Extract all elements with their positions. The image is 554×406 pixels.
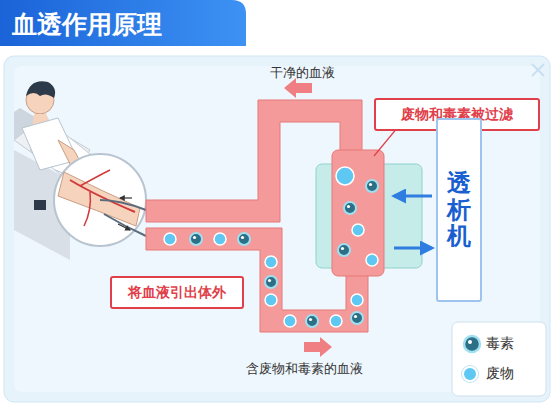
exchange-arrow bbox=[394, 195, 432, 198]
waste-particle bbox=[265, 256, 277, 268]
toxin-particle bbox=[306, 315, 318, 327]
callout-box: 将血液引出体外 bbox=[110, 276, 244, 309]
title-tab bbox=[0, 0, 246, 46]
legend-text: 毒素 bbox=[486, 335, 514, 353]
toxin-particle bbox=[265, 276, 277, 288]
waste-particle bbox=[284, 315, 296, 327]
flow-arrow bbox=[304, 337, 332, 357]
waste-particle bbox=[164, 233, 176, 245]
filter bbox=[332, 150, 384, 276]
waste-particle bbox=[336, 167, 354, 185]
toxin-particle bbox=[190, 233, 202, 245]
toxin-symbol bbox=[464, 336, 480, 352]
legend-row: 废物 bbox=[462, 365, 514, 383]
node-text: 透析机 bbox=[447, 170, 471, 249]
leader-line bbox=[374, 127, 398, 156]
toxin-particle bbox=[338, 244, 350, 256]
flow-label: 干净的血液 bbox=[270, 64, 335, 82]
node-text: 将血液引出体外 bbox=[128, 283, 226, 301]
legend-row: 毒素 bbox=[486, 335, 514, 353]
toxin-particle bbox=[238, 233, 250, 245]
panel bbox=[4, 56, 550, 402]
arm-magnifier bbox=[54, 154, 146, 246]
waste-particle bbox=[214, 233, 226, 245]
dialysis-machine: 透析机 bbox=[436, 118, 482, 302]
toxin-particle bbox=[366, 180, 378, 192]
legend-box bbox=[452, 322, 546, 396]
flow-label: 含废物和毒素的血液 bbox=[246, 360, 363, 378]
flow-arrow bbox=[284, 78, 312, 98]
toxin-particle bbox=[351, 312, 363, 324]
waste-particle bbox=[352, 224, 364, 236]
title: 血透作用原理 bbox=[12, 8, 162, 41]
waste-particle bbox=[330, 315, 342, 327]
waste-particle bbox=[351, 294, 363, 306]
legend-swatch bbox=[462, 366, 478, 382]
waste-particle bbox=[366, 254, 378, 266]
toxin-particle bbox=[344, 202, 356, 214]
close-icon bbox=[532, 64, 544, 76]
exchange-arrow bbox=[394, 247, 432, 250]
legend-text: 废物 bbox=[486, 365, 514, 383]
waste-particle bbox=[265, 294, 277, 306]
